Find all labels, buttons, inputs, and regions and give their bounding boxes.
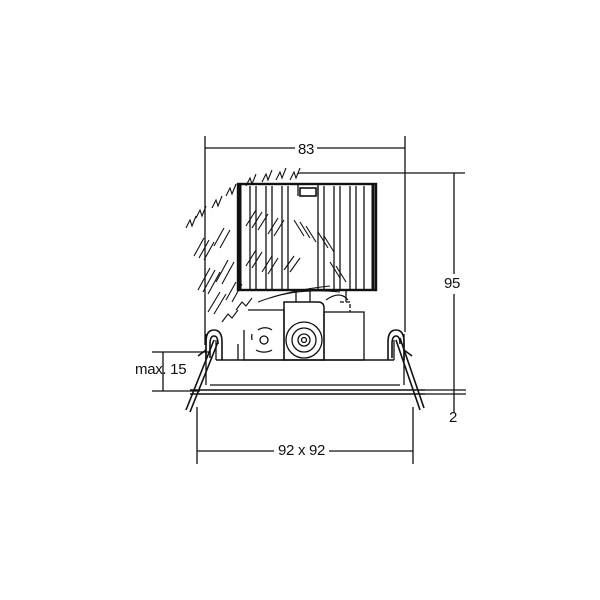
heat-sink	[236, 182, 378, 292]
mounting-frame	[190, 334, 425, 395]
right-spring-clip	[387, 329, 425, 411]
dimension-95	[300, 172, 465, 412]
dimension-label-height: 95	[444, 274, 461, 294]
dimension-label-width: 83	[295, 142, 318, 158]
tilted-heat-sink-ghost	[185, 167, 349, 323]
dimension-label-cutout: 92 x 92	[274, 443, 330, 459]
dimension-2	[425, 389, 466, 395]
left-spring-clip	[185, 329, 223, 413]
lamp-neck	[295, 290, 347, 302]
dimension-max-15	[152, 351, 210, 392]
led-housing	[237, 301, 365, 361]
dimension-label-max-ceiling: max. 15	[135, 361, 187, 378]
dimension-label-flange: 2	[449, 409, 458, 426]
